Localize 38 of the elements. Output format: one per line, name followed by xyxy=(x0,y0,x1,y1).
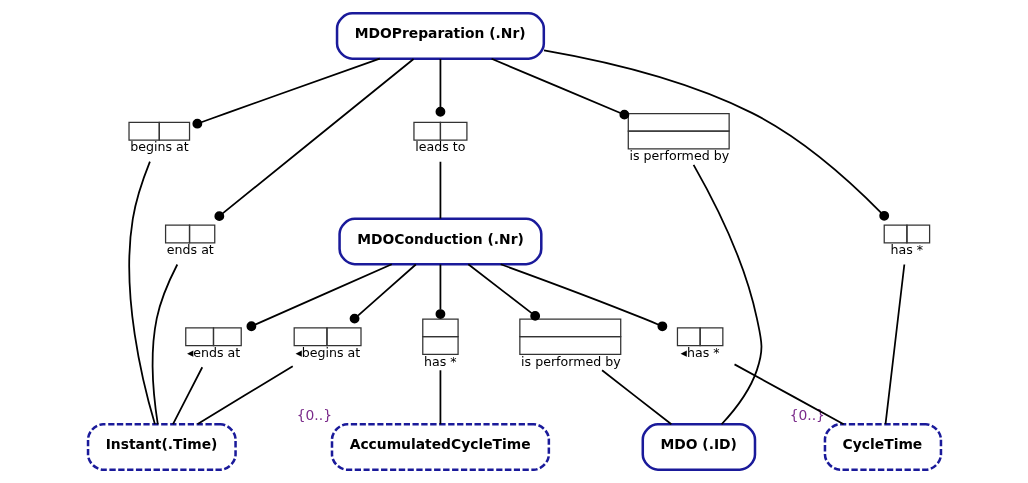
node-label: ends at xyxy=(166,242,214,258)
connector xyxy=(439,160,441,220)
connector xyxy=(733,363,845,426)
node-label: {0..} xyxy=(789,407,825,424)
connector xyxy=(151,263,178,426)
connector xyxy=(349,263,417,324)
connector xyxy=(191,57,381,129)
connector xyxy=(542,49,889,221)
connector xyxy=(600,369,672,426)
node-label: begins at xyxy=(129,139,189,155)
node-box: Instant(.Time) xyxy=(86,423,237,471)
node-label: {0..} xyxy=(296,407,332,424)
connector xyxy=(884,263,905,426)
node-box: AccumulatedCycleTime xyxy=(330,423,550,471)
connector xyxy=(213,58,414,222)
node-label: is performed by xyxy=(629,148,729,164)
node-label: has * xyxy=(423,353,457,369)
connector xyxy=(171,366,203,425)
node-label: ◂ends at xyxy=(186,344,240,360)
connector xyxy=(466,263,540,321)
connector xyxy=(127,160,156,425)
connector xyxy=(692,164,762,426)
connector xyxy=(435,58,445,117)
node-label: is performed by xyxy=(520,353,621,369)
connector xyxy=(196,365,294,425)
connector xyxy=(439,369,441,426)
node-label: ◂has * xyxy=(680,344,719,360)
node-box: MDOPreparation (.Nr) xyxy=(335,12,545,60)
connector xyxy=(490,57,629,120)
node-label: has * xyxy=(890,242,923,258)
node-box: MDOConduction (.Nr) xyxy=(337,217,543,266)
node-box: MDO (.ID) xyxy=(641,423,756,471)
node-box: CycleTime xyxy=(823,423,942,471)
connector xyxy=(246,263,393,332)
node-label: leads to xyxy=(414,139,465,155)
node-label: ◂begins at xyxy=(294,344,360,360)
connector xyxy=(435,263,445,319)
connector xyxy=(499,263,667,332)
